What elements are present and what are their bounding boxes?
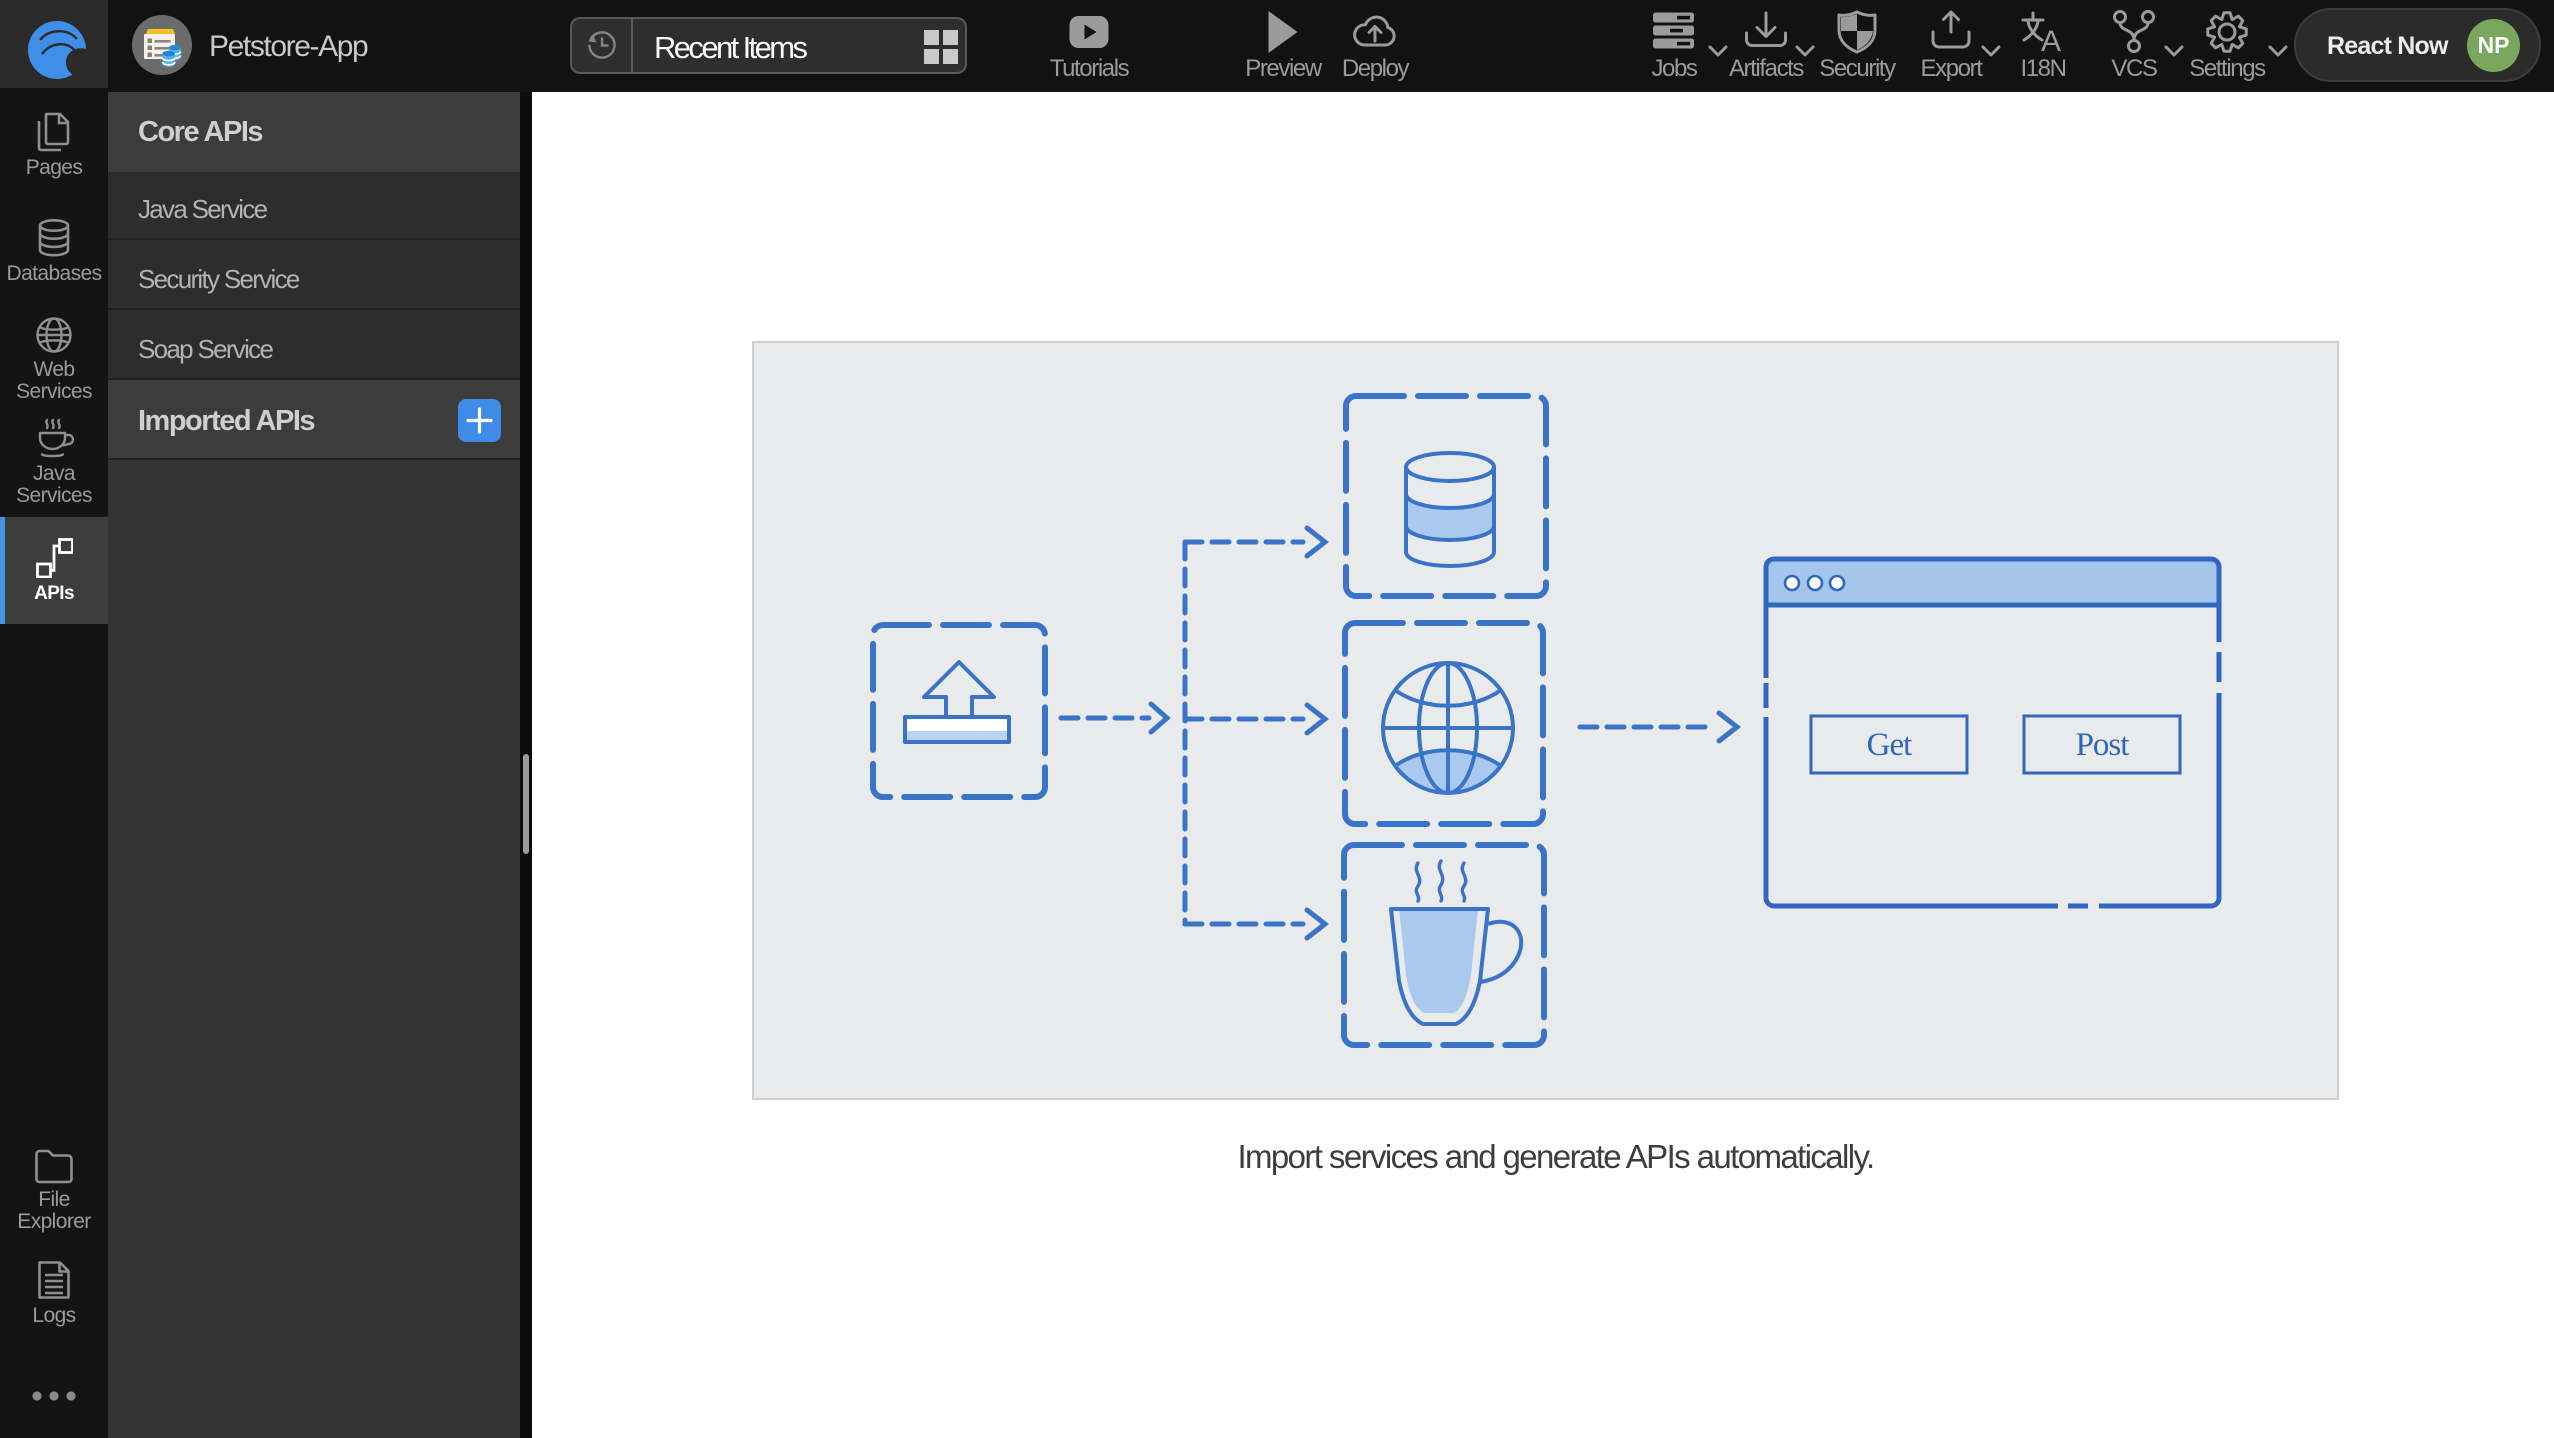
svg-text:A: A (2041, 25, 2061, 54)
svg-text:Post: Post (2076, 727, 2130, 763)
svg-text:Get: Get (1867, 727, 1912, 763)
